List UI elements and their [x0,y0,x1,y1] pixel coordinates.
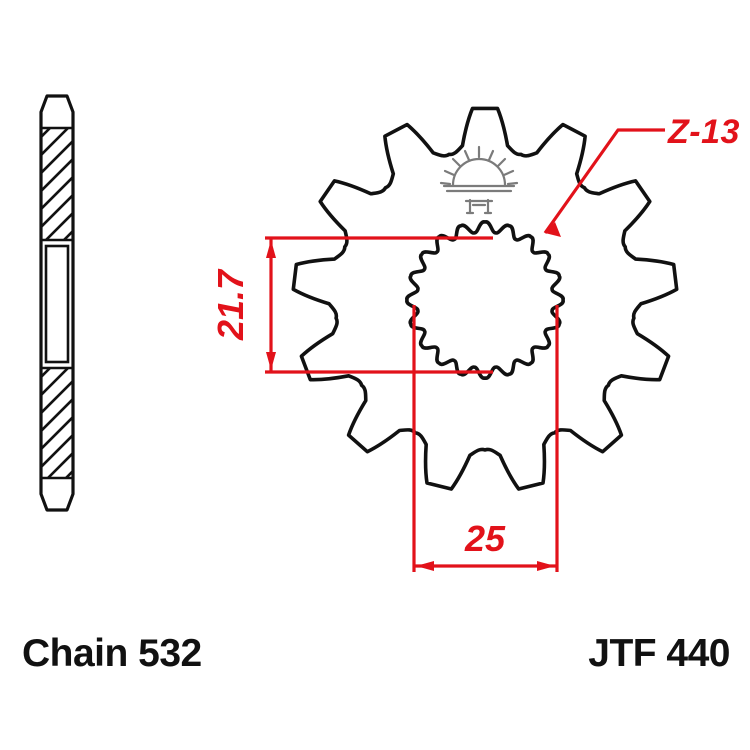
dimension-21-7 [265,236,493,374]
dim-25-arrow-right [537,561,555,571]
side-view-hatch-bottom [41,368,73,478]
sunburst-logo-icon [439,145,519,215]
z13-leader-line [543,128,665,237]
z13-arrowhead [545,222,561,237]
dim-21-7-arrow-top [266,240,276,258]
dim-21-7-arrow-bottom [266,352,276,370]
part-number-label: JTF 440 [588,632,730,675]
side-view-bore-rect [44,244,70,364]
chain-size-label: Chain 532 [22,632,202,675]
dimension-25 [412,305,559,572]
dim-25-arrow-left [416,561,434,571]
sprocket-spline-bore [405,220,565,380]
width-dimension-label: 25 [464,518,506,559]
side-view-section [39,94,75,512]
side-view-hatch-top [41,128,73,240]
front-view-sprocket [291,106,679,491]
sprocket-tooth-profile [291,106,679,491]
bore-diameter-dimension-label: 21.7 [210,268,251,341]
annotation-layer [265,128,665,572]
teeth-count-label: Z-13 [667,113,740,151]
